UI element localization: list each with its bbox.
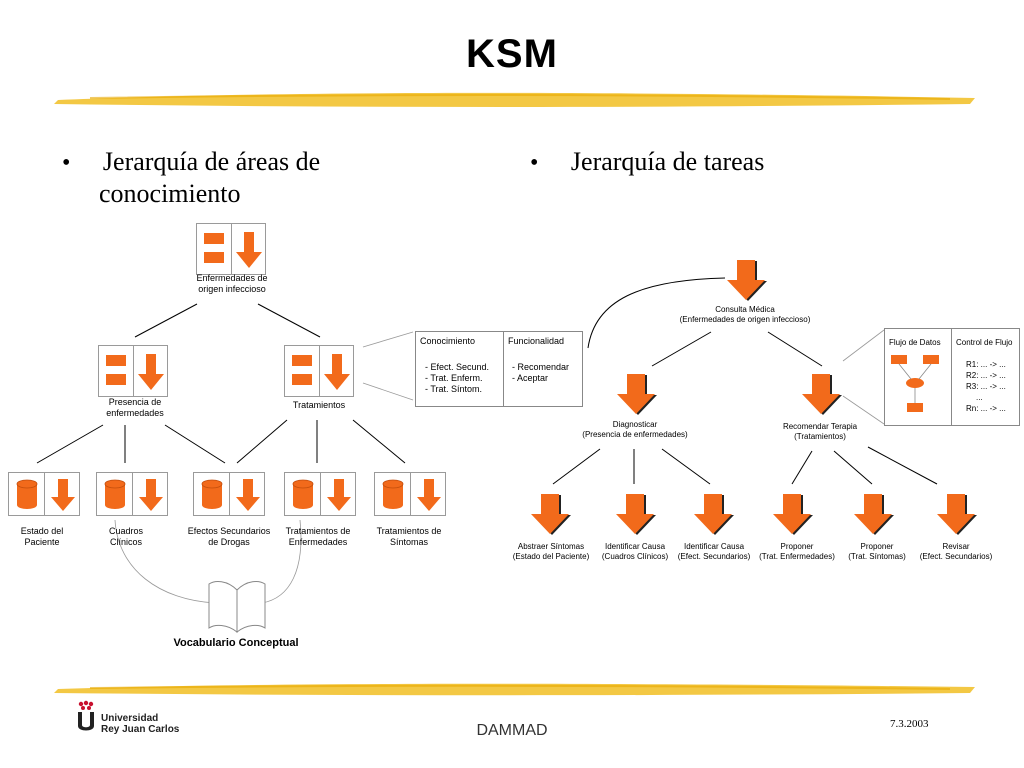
task-leaf-label: Revisar(Efect. Secundarios)	[919, 542, 993, 561]
left-bullet-text: Jerarquía de áreas de	[102, 147, 321, 176]
task-arrow-icon	[802, 374, 842, 415]
task-arrow-icon	[727, 260, 767, 301]
task-arrow-icon	[616, 494, 656, 535]
flow-col1-header: Flujo de Datos	[889, 338, 941, 347]
down-arrow-icon	[410, 473, 445, 515]
database-icon	[194, 473, 229, 515]
database-icon	[375, 473, 410, 515]
leaf-icon-box	[374, 472, 446, 516]
university-name: Universidad Rey Juan Carlos	[101, 713, 180, 735]
down-arrow-icon	[229, 473, 264, 515]
flow-col2-header: Control de Flujo	[956, 338, 1013, 347]
down-arrow-icon	[319, 346, 353, 396]
down-arrow-icon	[132, 473, 167, 515]
leaf-icon-box	[8, 472, 80, 516]
task-arrow-icon	[937, 494, 977, 535]
left-bullet-line2: conocimiento	[99, 179, 241, 208]
task-leaf-label: Abstraer Síntomas(Estado del Paciente)	[512, 542, 590, 561]
task-leaf-label: Proponer(Trat. Síntomas)	[848, 542, 906, 561]
knowledge-blocks-icon	[99, 346, 133, 396]
down-arrow-icon	[133, 346, 167, 396]
task-root-label: Consulta Médica(Enfermedades de origen i…	[679, 305, 811, 324]
bullet-dot: •	[62, 150, 71, 176]
knowledge-functionality-table: Conocimiento Funcionalidad - Efect. Secu…	[415, 331, 583, 407]
left-mid-right-icon-box	[284, 345, 354, 397]
task-arrow-icon	[617, 374, 657, 415]
page-title: KSM	[466, 32, 558, 76]
right-bullet: • Jerarquía de tareas	[530, 146, 764, 179]
left-mid-right-label: Tratamientos	[292, 400, 346, 410]
leaf-icon-box	[96, 472, 168, 516]
left-root-icon-box	[196, 223, 266, 275]
knowledge-blocks-icon	[197, 224, 231, 274]
down-arrow-icon	[320, 473, 355, 515]
flow-control-table: Flujo de Datos Control de Flujo R1: ... …	[884, 328, 1020, 426]
top-brush-divider	[54, 92, 975, 107]
right-bullet-text: Jerarquía de tareas	[570, 147, 765, 176]
bottom-brush-divider	[54, 683, 975, 696]
footer-date: 7.3.2003	[890, 718, 929, 730]
task-arrow-icon	[694, 494, 734, 535]
task-mid-left-label: Diagnosticar(Presencia de enfermedades)	[582, 420, 688, 439]
task-leaf-label: Identificar Causa(Efect. Secundarios)	[677, 542, 751, 561]
task-leaf-label: Identificar Causa(Cuadros Clínicos)	[601, 542, 669, 561]
task-arrow-icon	[854, 494, 894, 535]
footer-center-text: DAMMAD	[476, 722, 548, 739]
database-icon	[97, 473, 132, 515]
task-leaf-label: Proponer(Trat. Enfermedades)	[759, 542, 835, 561]
book-icon	[208, 581, 266, 634]
down-arrow-icon	[231, 224, 265, 274]
data-flow-icon	[891, 355, 939, 412]
left-bullet: • Jerarquía de áreas de	[62, 146, 320, 179]
down-arrow-icon	[44, 473, 79, 515]
leaf-icon-box	[284, 472, 356, 516]
flow-rules: R1: ... -> ... R2: ... -> ... R3: ... ->…	[966, 360, 1006, 413]
table-col1-items: - Efect. Secund. - Trat. Enferm. - Trat.…	[425, 362, 490, 394]
knowledge-blocks-icon	[285, 346, 319, 396]
database-icon	[285, 473, 320, 515]
university-logo-icon	[78, 700, 94, 731]
task-mid-right-label: Recomendar Terapia(Tratamientos)	[782, 422, 858, 441]
table-col1-header: Conocimiento	[420, 336, 476, 346]
vocab-label: Vocabulario Conceptual	[173, 637, 299, 649]
table-col2-items: - Recomendar - Aceptar	[512, 362, 570, 383]
database-icon	[9, 473, 44, 515]
leaf-icon-box	[193, 472, 265, 516]
bullet-dot: •	[530, 150, 539, 176]
task-arrow-icon	[531, 494, 571, 535]
left-mid-left-icon-box	[98, 345, 168, 397]
table-col2-header: Funcionalidad	[508, 336, 565, 346]
task-arrow-icon	[773, 494, 813, 535]
